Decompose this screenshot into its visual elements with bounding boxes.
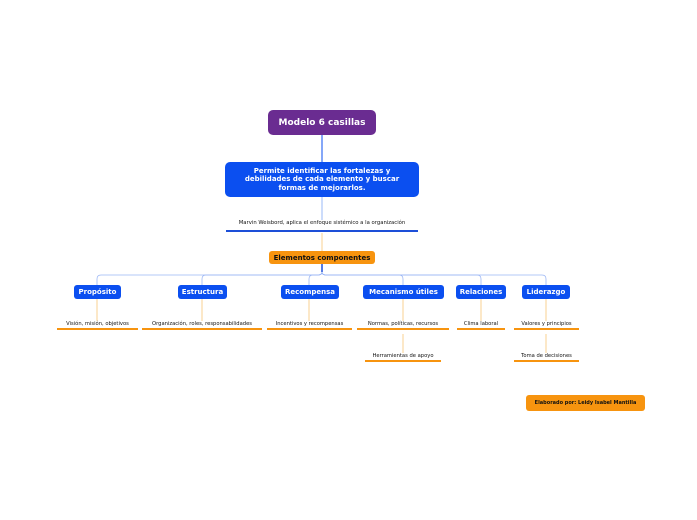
category-label: Relaciones <box>459 288 503 296</box>
category-mecanismo-utiles[interactable]: Mecanismo útiles <box>363 285 444 299</box>
leaf-incentivos[interactable]: Incentivos y recompensas <box>267 321 352 330</box>
category-label: Recompensa <box>284 288 336 296</box>
leaf-organizacion-roles[interactable]: Organización, roles, responsabilidades <box>142 321 262 330</box>
leaf-label: Herramientas de apoyo <box>372 353 434 359</box>
description-label: Permite identificar las fortalezas y deb… <box>244 166 400 192</box>
category-proposito[interactable]: Propósito <box>74 285 121 299</box>
category-label: Propósito <box>78 288 117 296</box>
author-note-label: Marvin Weisbord, aplica el enfoque sisté… <box>238 220 406 226</box>
leaf-label: Organización, roles, responsabilidades <box>152 321 252 327</box>
leaf-label: Toma de decisiones <box>521 353 572 359</box>
leaf-label: Clima laboral <box>463 321 499 327</box>
leaf-label: Incentivos y recompensas <box>275 321 344 327</box>
author-note-node[interactable]: Marvin Weisbord, aplica el enfoque sisté… <box>226 220 418 232</box>
leaf-valores[interactable]: Valores y principios <box>514 321 579 330</box>
category-recompensa[interactable]: Recompensa <box>281 285 339 299</box>
credit-node[interactable]: Elaborado por: Leidy Isabel Mantilla <box>526 395 645 411</box>
components-label: Elementos componentes <box>273 253 371 262</box>
leaf-vision-mision[interactable]: Visión, misión, objetivos <box>57 321 138 330</box>
leaf-label: Normas, políticas, recursos <box>367 321 439 327</box>
root-label: Modelo 6 casillas <box>278 117 366 128</box>
category-liderazgo[interactable]: Liderazgo <box>522 285 570 299</box>
components-node[interactable]: Elementos componentes <box>269 251 375 264</box>
category-label: Estructura <box>181 288 224 296</box>
category-label: Liderazgo <box>526 288 566 296</box>
leaf-normas-politicas[interactable]: Normas, políticas, recursos <box>357 321 449 330</box>
leaf-label: Valores y principios <box>521 321 572 327</box>
description-node[interactable]: Permite identificar las fortalezas y deb… <box>225 162 419 197</box>
category-relaciones[interactable]: Relaciones <box>456 285 506 299</box>
leaf-label: Visión, misión, objetivos <box>66 321 129 327</box>
category-estructura[interactable]: Estructura <box>178 285 227 299</box>
leaf-toma-decisiones[interactable]: Toma de decisiones <box>514 353 579 362</box>
leaf-herramientas[interactable]: Herramientas de apoyo <box>365 353 441 362</box>
category-label: Mecanismo útiles <box>369 288 438 296</box>
root-node[interactable]: Modelo 6 casillas <box>268 110 376 135</box>
leaf-clima-laboral[interactable]: Clima laboral <box>457 321 505 330</box>
credit-label: Elaborado por: Leidy Isabel Mantilla <box>534 400 637 406</box>
